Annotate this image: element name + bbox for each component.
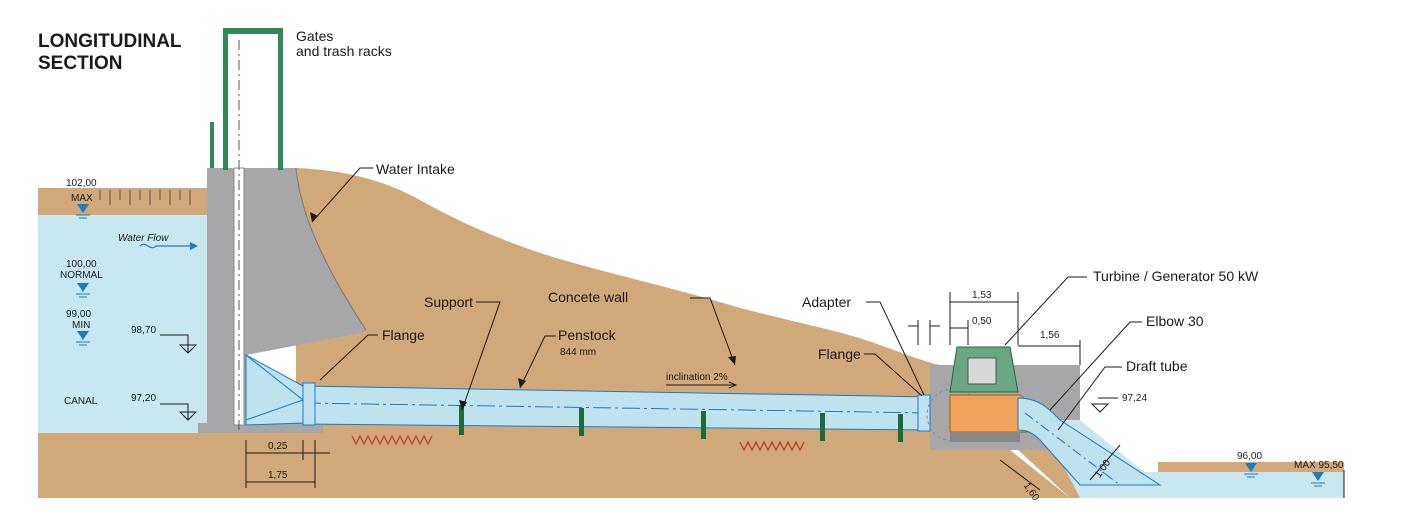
gates-label-line2: and trash racks [296, 43, 392, 59]
level-98-70: 98,70 [131, 325, 156, 336]
inclination-label: inclination 2% [666, 372, 728, 383]
flange-right [917, 394, 931, 432]
dim-1-53: 1,53 [972, 290, 992, 301]
intake-concrete [207, 168, 366, 425]
penstock-label: Penstock [558, 327, 617, 343]
flange-left [302, 382, 316, 426]
foundation-slab [198, 423, 323, 433]
level-97-24: 97,24 [1122, 393, 1147, 404]
support-post [579, 408, 584, 436]
support-label: Support [424, 294, 473, 310]
level-normal-label: NORMAL [60, 270, 103, 281]
dim-0-50: 0,50 [972, 316, 992, 327]
generator-unit [967, 357, 997, 385]
level-triangle [77, 283, 89, 292]
gate-frame-left [223, 30, 228, 170]
level-max-tail: MAX 95,50 [1294, 460, 1344, 471]
dim-1-75: 1,75 [268, 470, 288, 481]
level-96-00: 96,00 [1237, 451, 1262, 462]
canal-water [38, 215, 207, 433]
dim-1-56: 1,56 [1040, 330, 1060, 341]
draft-tube [1017, 397, 1162, 486]
dim-0-25: 0,25 [268, 441, 288, 452]
ground-below [38, 423, 1070, 498]
penstock-axis [302, 402, 931, 414]
level-ticks [76, 214, 1325, 487]
dimension-lines [245, 292, 1345, 498]
gate-frame-right [278, 30, 283, 170]
level-97-20: 97,20 [131, 393, 156, 404]
level-marker-black [160, 334, 1118, 421]
elbow-label: Elbow 30 [1146, 313, 1204, 329]
diagram-title-line2: SECTION [38, 53, 122, 74]
level-min-value: 99,00 [66, 309, 91, 320]
trash-rack-bar [210, 122, 214, 168]
intake-transition [245, 354, 304, 426]
diagram-title-line1: LONGITUDINAL [38, 31, 182, 52]
draft-tube-label: Draft tube [1126, 358, 1188, 374]
adapter-label: Adapter [802, 294, 851, 310]
canal-label: CANAL [64, 396, 98, 407]
turbine-label: Turbine / Generator 50 kW [1093, 268, 1259, 284]
support-post [701, 411, 706, 439]
level-triangle [1312, 472, 1324, 481]
level-max-label: MAX [71, 193, 93, 204]
water-flow-label: Water Flow [118, 233, 169, 244]
level-min-label: MIN [72, 320, 90, 331]
earth-strip-canal [38, 188, 207, 215]
hill-earth [296, 168, 940, 395]
leader-lines [311, 167, 1142, 431]
turbine-base [950, 432, 1020, 442]
flange-right-label: Flange [818, 346, 861, 362]
flange-left-label: Flange [382, 327, 425, 343]
level-max-value: 102,00 [66, 178, 97, 189]
water-flow-arrow [139, 243, 190, 249]
level-triangle [77, 204, 89, 213]
water-flow-arrowhead [190, 242, 198, 250]
inclination-arrow [666, 381, 738, 389]
rebar-foundation [351, 434, 805, 452]
gate-frame-top [223, 28, 283, 34]
gates-label-line1: Gates [296, 28, 333, 44]
penstock-diameter-label: 844 mm [560, 347, 596, 358]
level-triangle [77, 331, 89, 340]
support-post [820, 413, 825, 441]
intake-slope-line [295, 167, 367, 331]
level-triangle [1245, 463, 1257, 472]
ruler-ticks [99, 190, 191, 205]
level-normal-value: 100,00 [66, 259, 97, 270]
water-intake-label: Water Intake [376, 161, 455, 177]
leader-arrowheads [310, 212, 736, 410]
level-markers [77, 204, 1324, 481]
concrete-wall-label: Concete wall [548, 289, 628, 305]
support-post [898, 414, 903, 442]
support-post [459, 405, 464, 435]
